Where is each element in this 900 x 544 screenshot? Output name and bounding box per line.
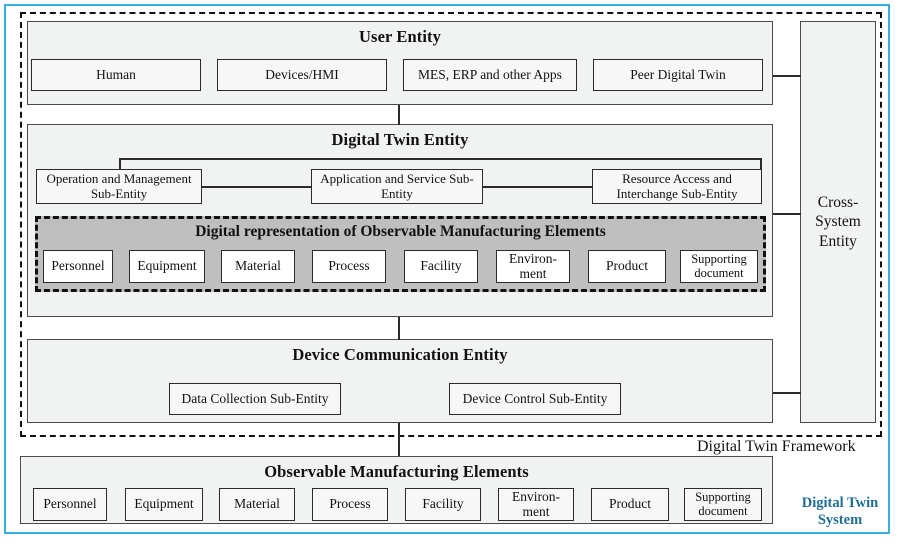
element-label: Environ- ment <box>509 250 557 281</box>
connector-dce-to-cross-system <box>773 392 801 394</box>
element-label: Facility <box>422 496 464 512</box>
element-label: Equipment <box>137 258 197 274</box>
connector-dte-to-cross-system <box>773 213 801 215</box>
user-entity-title: User Entity <box>359 27 441 46</box>
sub-entity-operation-management[interactable]: Operation and Management Sub-Entity <box>36 169 202 204</box>
element-label: Material <box>234 496 280 512</box>
connector-digital-twin-to-device-communication <box>398 317 400 340</box>
ome-element-material[interactable]: Material <box>219 488 295 521</box>
sub-entity-label: Operation and Management Sub-Entity <box>46 171 192 201</box>
representation-element-equipment[interactable]: Equipment <box>129 250 205 283</box>
digital-twin-system-border <box>4 4 890 534</box>
sub-entity-resource-access-interchange[interactable]: Resource Access and Interchange Sub-Enti… <box>592 169 762 204</box>
element-label: Equipment <box>134 496 194 512</box>
element-label: Process <box>328 258 370 274</box>
ome-element-supporting-document[interactable]: Supporting document <box>684 488 762 521</box>
sub-entity-label: Application and Service Sub-Entity <box>320 171 474 201</box>
element-label: Personnel <box>51 258 105 274</box>
ome-element-environment[interactable]: Environ- ment <box>498 488 574 521</box>
digital-twin-framework-label: Digital Twin Framework <box>697 438 856 455</box>
sub-entity-label: Data Collection Sub-Entity <box>181 390 329 406</box>
user-entity-item-label: Peer Digital Twin <box>630 66 726 82</box>
ome-element-personnel[interactable]: Personnel <box>33 488 107 521</box>
ome-element-facility[interactable]: Facility <box>405 488 481 521</box>
sub-entity-data-collection[interactable]: Data Collection Sub-Entity <box>169 383 341 415</box>
sub-entity-bracket-left-drop <box>119 158 121 172</box>
sub-entity-bracket-top <box>119 158 762 160</box>
representation-element-facility[interactable]: Facility <box>404 250 478 283</box>
sub-entity-bracket-right-drop <box>760 158 762 172</box>
user-entity-item-label: Devices/HMI <box>265 66 339 82</box>
element-label: Supporting document <box>691 252 747 280</box>
ome-element-equipment[interactable]: Equipment <box>125 488 203 521</box>
element-label: Process <box>329 496 371 512</box>
sub-entity-link-middle-right <box>481 186 593 188</box>
device-communication-entity-title: Device Communication Entity <box>292 345 508 364</box>
user-entity-item-peer-digital-twin[interactable]: Peer Digital Twin <box>593 59 763 91</box>
sub-entity-application-service[interactable]: Application and Service Sub-Entity <box>311 169 483 204</box>
sub-entity-device-control[interactable]: Device Control Sub-Entity <box>449 383 621 415</box>
sub-entity-link-left-middle <box>200 186 312 188</box>
digital-representation-title: Digital representation of Observable Man… <box>195 223 606 240</box>
element-label: Facility <box>420 258 462 274</box>
cross-system-entity-title: Cross- System Entity <box>815 193 861 250</box>
connector-user-to-digital-twin-entity <box>398 105 400 125</box>
device-communication-entity-panel: Device Communication Entity <box>27 339 773 423</box>
representation-element-environment[interactable]: Environ- ment <box>496 250 570 283</box>
element-label: Environ- ment <box>512 488 560 519</box>
representation-element-product[interactable]: Product <box>588 250 666 283</box>
element-label: Product <box>606 258 648 274</box>
element-label: Supporting document <box>695 490 751 518</box>
user-entity-item-label: MES, ERP and other Apps <box>418 66 562 82</box>
sub-entity-label: Device Control Sub-Entity <box>462 390 608 406</box>
representation-element-personnel[interactable]: Personnel <box>43 250 113 283</box>
representation-element-supporting-document[interactable]: Supporting document <box>680 250 758 283</box>
digital-twin-framework-border <box>20 12 882 437</box>
connector-user-to-cross-system <box>773 75 801 77</box>
user-entity-item-devices-hmi[interactable]: Devices/HMI <box>217 59 387 91</box>
element-label: Product <box>609 496 651 512</box>
connector-device-communication-to-elements <box>398 423 400 456</box>
sub-entity-label: Resource Access and Interchange Sub-Enti… <box>616 171 738 201</box>
representation-element-material[interactable]: Material <box>221 250 295 283</box>
digital-twin-system-label: Digital Twin System <box>801 495 879 529</box>
element-label: Material <box>235 258 281 274</box>
digital-twin-entity-title: Digital Twin Entity <box>331 130 469 149</box>
element-label: Personnel <box>43 496 97 512</box>
cross-system-entity-panel: Cross- System Entity <box>800 21 876 423</box>
ome-element-process[interactable]: Process <box>312 488 388 521</box>
user-entity-item-mes-erp-apps[interactable]: MES, ERP and other Apps <box>403 59 577 91</box>
representation-element-process[interactable]: Process <box>312 250 386 283</box>
ome-element-product[interactable]: Product <box>591 488 669 521</box>
user-entity-item-human[interactable]: Human <box>31 59 201 91</box>
user-entity-item-label: Human <box>96 66 136 82</box>
observable-manufacturing-elements-title: Observable Manufacturing Elements <box>264 462 529 481</box>
